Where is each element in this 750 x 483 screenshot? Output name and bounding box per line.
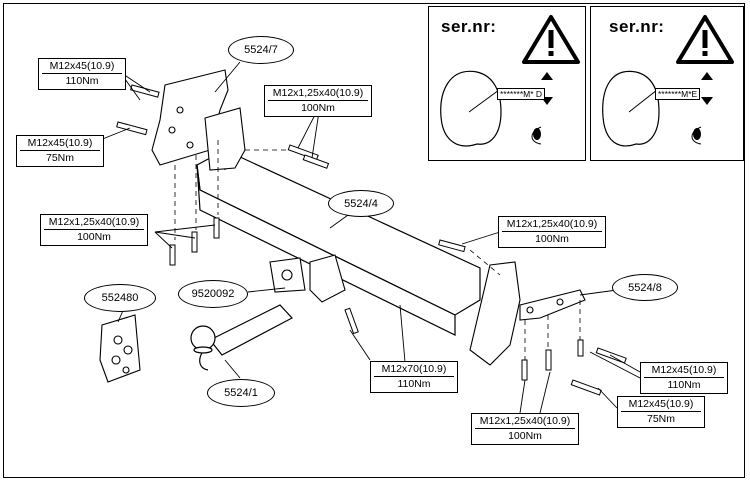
bolt-label-bottom-right-2: M12x45(10.9) 75Nm	[617, 396, 705, 428]
bolt-label-bottom-center: M12x70(10.9) 110Nm	[370, 361, 458, 393]
alignment-lines	[174, 140, 581, 360]
bracket-right	[469, 261, 586, 366]
ball-neck	[190, 304, 293, 371]
serial-panel-right: ser.nr: *******M*E	[590, 6, 744, 161]
bolt-torque: 75Nm	[45, 152, 74, 164]
bolt-spec: M12x1,25x40(10.9)	[44, 216, 144, 230]
socket-plate	[269, 254, 346, 303]
bolt-torque: 100Nm	[508, 430, 542, 442]
part-label-5524-1: 5524/1	[207, 379, 275, 407]
serial-title: ser.nr:	[609, 17, 665, 36]
bolt-label-top-center: M12x1,25x40(10.9) 100Nm	[264, 85, 372, 117]
bolt-label-bottom-right-1: M12x45(10.9) 110Nm	[640, 362, 728, 394]
bolt-spec: M12x45(10.9)	[42, 60, 122, 74]
bolt-torque: 100Nm	[77, 231, 111, 243]
bolt-label-mid-right: M12x1,25x40(10.9) 100Nm	[498, 216, 606, 248]
part-label-5524-4: 5524/4	[328, 190, 394, 217]
bolt-spec: M12x45(10.9)	[20, 137, 100, 151]
part-label-5524-8: 5524/8	[612, 274, 678, 301]
bolt-label-top-left-1: M12x45(10.9) 110Nm	[38, 58, 126, 90]
bracket-left	[151, 69, 246, 171]
bolt-spec: M12x1,25x40(10.9)	[502, 218, 602, 232]
label-view-diagram	[602, 70, 713, 147]
bolt-torque: 110Nm	[397, 378, 431, 390]
warning-icon	[522, 15, 580, 64]
leader-lines	[99, 61, 641, 414]
wiring-kit	[99, 314, 141, 383]
bolt-spec: M12x45(10.9)	[621, 398, 701, 412]
bolt-torque: 110Nm	[667, 379, 701, 391]
bolt-label-bottom-right-3: M12x1,25x40(10.9) 100Nm	[471, 413, 579, 445]
bolt-spec: M12x45(10.9)	[644, 364, 724, 378]
part-label-9520092: 9520092	[178, 280, 248, 308]
bolt-torque: 110Nm	[65, 75, 99, 87]
serial-title: ser.nr:	[441, 17, 497, 36]
bolt-label-top-left-2: M12x45(10.9) 75Nm	[16, 135, 104, 167]
part-label-552480: 552480	[84, 284, 156, 312]
serial-code-label: *******M* D	[497, 88, 546, 100]
bolt-spec: M12x70(10.9)	[374, 363, 454, 377]
bolt-label-mid-left: M12x1,25x40(10.9) 100Nm	[40, 214, 148, 246]
bolt-torque: 75Nm	[646, 413, 675, 425]
part-label-5524-7: 5524/7	[228, 36, 294, 64]
bolts	[116, 84, 627, 396]
serial-code-label: *******M*E	[655, 88, 701, 100]
bolt-torque: 100Nm	[535, 233, 569, 245]
crossbar	[196, 149, 481, 336]
diagram-frame	[3, 3, 745, 478]
serial-panel-left: ser.nr: *******M* D	[428, 6, 586, 161]
bolt-spec: M12x1,25x40(10.9)	[268, 87, 368, 101]
label-view-diagram	[440, 70, 553, 147]
bolt-torque: 100Nm	[301, 102, 335, 114]
warning-icon	[676, 15, 734, 64]
bolt-spec: M12x1,25x40(10.9)	[475, 415, 575, 429]
